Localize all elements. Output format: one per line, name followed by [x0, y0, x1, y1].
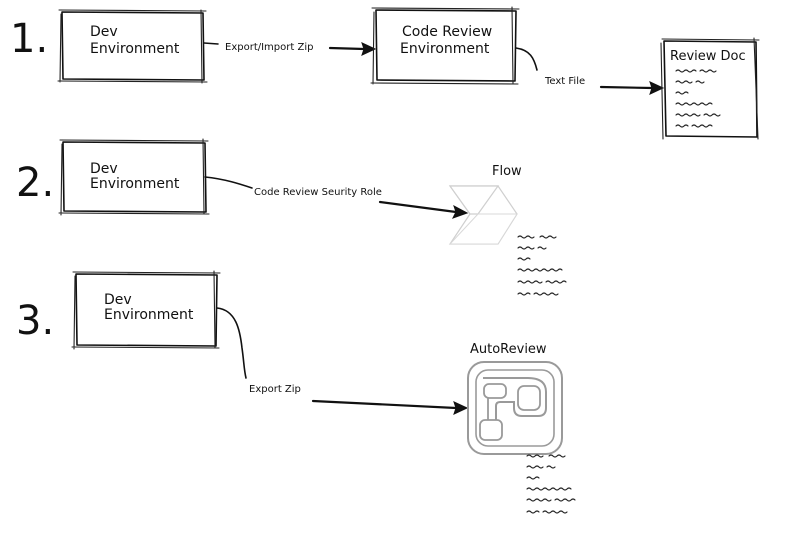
arrow-head-icon — [649, 81, 665, 95]
arrow-head-icon — [451, 204, 469, 219]
autoreview-logo-icon — [467, 361, 563, 455]
step-1-dev-environment-box: Dev Environment — [57, 9, 208, 84]
step-2-dev-label-line2: Environment — [90, 176, 180, 192]
step-2-dev-environment-box: Dev Environment — [58, 138, 210, 216]
autoreview-notes-lines-icon — [526, 454, 576, 514]
step-1-dev-label-line1: Dev — [90, 24, 118, 40]
step-1-dev-label-line2: Environment — [90, 41, 180, 57]
arrow-head-icon — [361, 42, 377, 56]
step-2-edge-label-security-role: Code Review Seurity Role — [254, 187, 382, 198]
step-2-number: 2. — [16, 160, 54, 206]
step-1-review-doc-title: Review Doc — [670, 49, 746, 64]
step-1-edge-label-export-import: Export/Import Zip — [225, 42, 313, 53]
step-2-security-role-edge: Code Review Seurity Role — [204, 176, 469, 219]
step-3-dev-label-line2: Environment — [104, 307, 194, 323]
step-3-export-zip-edge: Export Zip — [216, 307, 469, 415]
step-2-flow-title: Flow — [492, 164, 522, 179]
arrow-head-icon — [453, 401, 469, 415]
step-1-review-doc: Review Doc — [660, 37, 760, 140]
step-1-export-import-edge: Export/Import Zip — [203, 42, 377, 56]
step-3-dev-environment-box: Dev Environment — [71, 270, 221, 350]
step-1-number: 1. — [10, 16, 48, 62]
power-automate-logo-icon — [448, 185, 518, 245]
step-2-flow-target: Flow — [448, 164, 567, 296]
step-3-edge-label-export-zip: Export Zip — [249, 384, 301, 395]
step-3-dev-label-line1: Dev — [104, 292, 132, 308]
step-3-number: 3. — [16, 298, 54, 344]
step-1-code-review-label-line2: Environment — [400, 41, 490, 57]
doc-text-lines-icon — [675, 69, 721, 128]
step-1-code-review-environment-box: Code Review Environment — [370, 6, 520, 85]
step-2-dev-label-line1: Dev — [90, 161, 118, 177]
step-1-edge-label-text-file: Text File — [544, 76, 585, 87]
step-3-autoreview-title: AutoReview — [470, 342, 547, 357]
step-3-autoreview-target: AutoReview — [467, 342, 576, 514]
flow-notes-lines-icon — [517, 235, 567, 296]
step-1-code-review-label-line1: Code Review — [402, 24, 492, 40]
step-1-text-file-edge: Text File — [515, 47, 665, 95]
